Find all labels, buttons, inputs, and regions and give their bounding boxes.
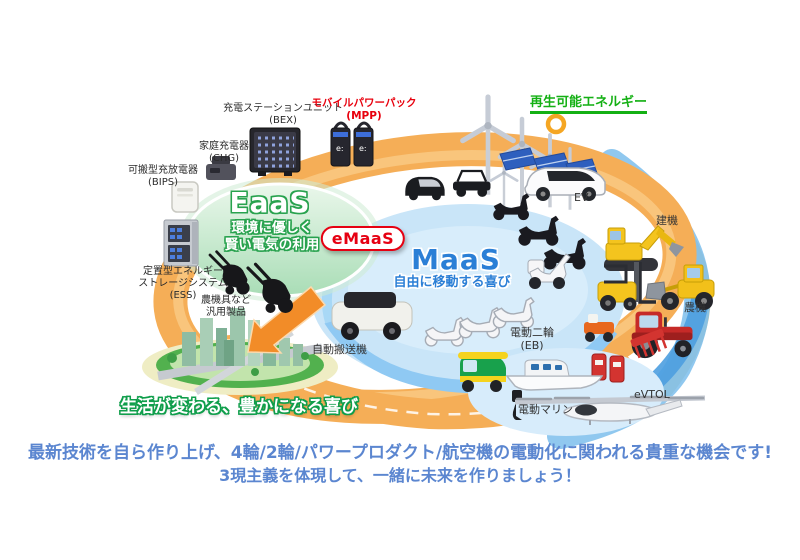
svg-text:e:: e: [336,144,344,153]
ev-label: EV [574,191,589,204]
ess-label: 定置型エネルギー ストレージシステム (ESS) [138,266,228,301]
rickshaw-icon [458,352,508,392]
emaas-badge: eMaaS [320,226,406,251]
eb-label: 電動二輪 (EB) [510,326,554,352]
farm-implement-icon [630,328,668,359]
wheel-loader-icon [645,264,715,310]
city-trees [167,352,309,376]
chg-label: 家庭充電器 (CHG) [199,141,249,164]
maas-title: MaaS [411,243,501,276]
agriculture-label: 農機 [684,301,706,314]
bex-label: 充電ステーションユニット (BEX) [223,103,343,126]
eaas-title: EaaS [229,186,311,219]
ev-car-icon [524,167,606,201]
arrow-to-city [247,285,327,354]
renewable-energy-label: 再生可能エネルギー [530,91,648,114]
excavator-icon [604,225,684,271]
life-message: 生活が変わる、豊かになる喜び [120,397,358,417]
marine-label: 電動マリン [518,403,573,416]
footer-message-line1: 最新技術を自ら作り上げ、4輪/2輪/パワープロダクト/航空機の電動化に関われる貴… [28,443,772,463]
bips-label: 可搬型充放電器 (BIPS) [128,165,198,188]
svg-text:e:: e: [359,144,367,153]
emaas-badge-wrap: eMaaS [320,226,406,251]
evtol-aircraft-icon [514,395,706,425]
agv-label: 自動搬送機 [312,343,367,356]
sun-icon [545,113,567,135]
footer-message-line2: 3現主義を体現して、一緒に未来を作りましょう！ [219,466,581,485]
rice-transplanter-icon [584,314,614,342]
home-charger-icon [206,156,236,180]
evtol-label: eVTOL [634,388,670,401]
three-wheel-scooter-icon [527,253,571,289]
mobile-power-pack-icon: e: e: [330,121,374,167]
red-farm-units-icon [591,353,625,383]
general-products-label: 農機具など 汎用製品 [201,295,251,318]
eaas-subtitle: 環境に優しく 賢い電気の利用 [224,220,320,253]
portable-charger-bips-icon [171,181,199,213]
micro-ev-icon [405,176,445,201]
construction-label: 建機 [656,214,678,227]
agv-robot-icon [331,292,413,340]
charge-station-bex-icon [249,127,301,176]
maas-subtitle: 自由に移動する喜び [393,275,511,290]
utv-buggy-icon [453,169,491,197]
mpp-label: モバイルパワーパック (MPP) [311,97,417,122]
boat-icon [505,359,604,391]
ess-cabinet-icon [163,219,199,267]
forklift-icon [597,262,656,311]
